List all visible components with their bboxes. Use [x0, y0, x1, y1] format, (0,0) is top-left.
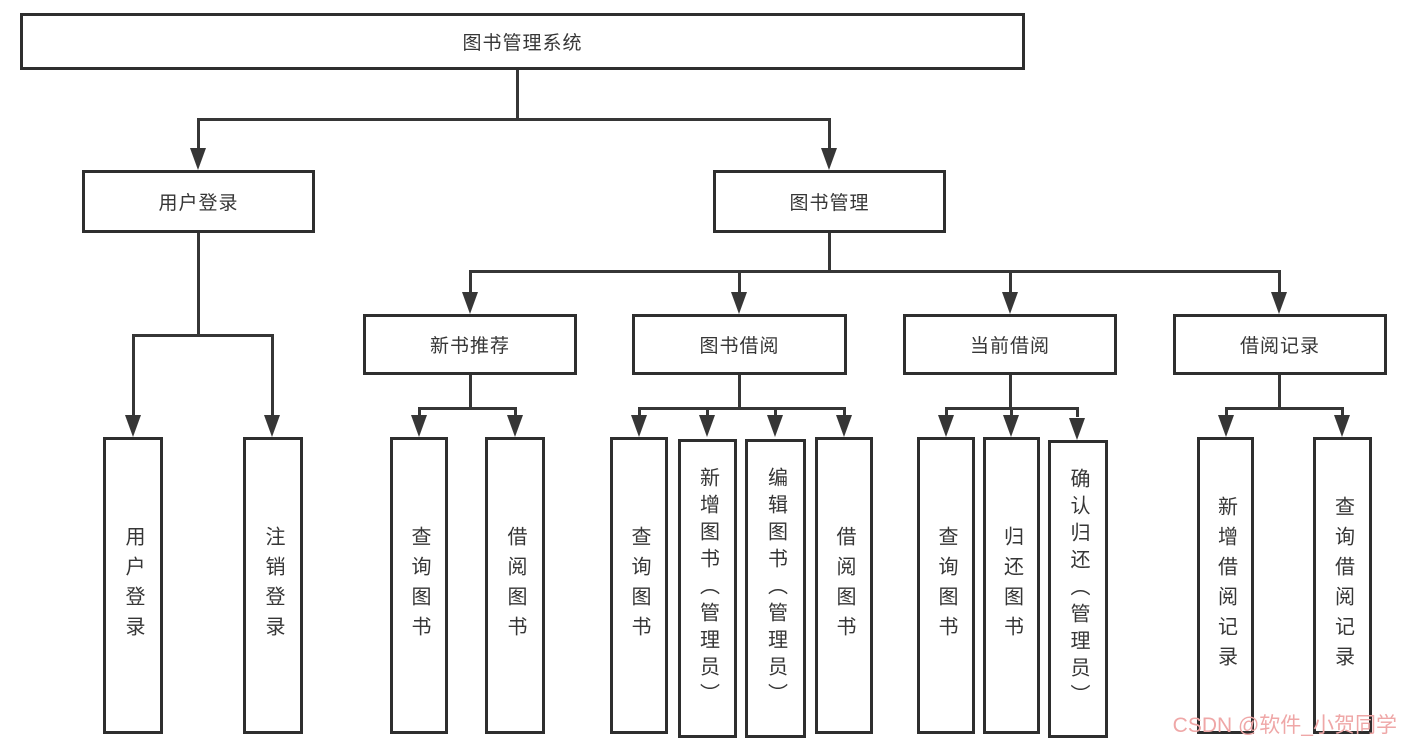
node-borrow-records: 借阅记录	[1173, 314, 1387, 375]
node-book-borrow-label: 图书借阅	[699, 336, 780, 357]
arrowhead-down-icon	[1003, 415, 1019, 437]
connector-line	[469, 270, 472, 292]
leaf-add-books-admin-label: 新增图书（管理员）	[696, 467, 719, 710]
connector-line	[1010, 407, 1013, 415]
connector-line	[418, 407, 517, 410]
connector-line	[774, 407, 777, 415]
connector-line	[271, 334, 274, 415]
leaf-query-books-2: 查询图书	[610, 437, 668, 734]
node-user-login-label: 用户登录	[158, 193, 239, 214]
leaf-query-borrow-record: 查询借阅记录	[1313, 437, 1372, 734]
leaf-query-books-2-label: 查询图书	[628, 525, 650, 646]
connector-line	[514, 407, 517, 415]
arrowhead-down-icon	[731, 292, 747, 314]
connector-line	[1076, 407, 1079, 417]
connector-line	[945, 407, 948, 415]
leaf-query-books-1-label: 查询图书	[408, 525, 430, 646]
connector-line	[469, 375, 472, 407]
connector-line	[1225, 407, 1228, 415]
arrowhead-down-icon	[507, 415, 523, 437]
arrowhead-down-icon	[1069, 418, 1085, 440]
arrowhead-down-icon	[1002, 292, 1018, 314]
leaf-confirm-return-admin-label: 确认归还（管理员）	[1067, 467, 1089, 711]
node-book-mgmt: 图书管理	[713, 170, 946, 233]
connector-line	[1009, 375, 1012, 407]
connector-line	[197, 233, 200, 334]
arrowhead-down-icon	[190, 148, 206, 170]
connector-line	[843, 407, 846, 415]
leaf-add-borrow-record-label: 新增借阅记录	[1214, 495, 1237, 676]
leaf-query-books-3-label: 查询图书	[935, 525, 957, 646]
leaf-confirm-return-admin: 确认归还（管理员）	[1048, 440, 1108, 738]
connector-line	[516, 70, 519, 118]
connector-line	[706, 407, 709, 415]
arrowhead-down-icon	[1334, 415, 1350, 437]
leaf-return-books: 归还图书	[983, 437, 1040, 734]
arrowhead-down-icon	[631, 415, 647, 437]
connector-line	[197, 118, 831, 121]
leaf-user-login-label: 用户登录	[122, 525, 144, 646]
node-new-book-rec: 新书推荐	[363, 314, 577, 375]
leaf-borrow-books-2-label: 借阅图书	[833, 525, 855, 646]
leaf-query-borrow-record-label: 查询借阅记录	[1331, 495, 1354, 676]
connector-line	[738, 375, 741, 407]
node-current-borrow-label: 当前借阅	[969, 336, 1050, 357]
arrowhead-down-icon	[1271, 292, 1287, 314]
leaf-add-borrow-record: 新增借阅记录	[1197, 437, 1254, 734]
connector-line	[638, 407, 641, 415]
connector-line	[132, 334, 135, 415]
connector-line	[828, 233, 831, 270]
node-user-login: 用户登录	[82, 170, 315, 233]
connector-line	[638, 407, 846, 410]
arrowhead-down-icon	[125, 415, 141, 437]
leaf-user-login: 用户登录	[103, 437, 163, 734]
connector-line	[197, 118, 200, 148]
leaf-return-books-label: 归还图书	[1000, 525, 1023, 646]
connector-line	[828, 118, 831, 148]
connector-line	[1278, 270, 1281, 292]
node-borrow-records-label: 借阅记录	[1239, 336, 1320, 357]
leaf-add-books-admin: 新增图书（管理员）	[678, 439, 737, 738]
leaf-query-books-1: 查询图书	[390, 437, 448, 734]
arrowhead-down-icon	[767, 415, 783, 437]
connector-line	[418, 407, 421, 415]
leaf-borrow-books-1-label: 借阅图书	[504, 525, 526, 646]
leaf-borrow-books-2: 借阅图书	[815, 437, 873, 734]
connector-line	[1278, 375, 1281, 407]
arrowhead-down-icon	[1218, 415, 1234, 437]
connector-line	[1341, 407, 1344, 415]
connector-line	[738, 270, 741, 292]
leaf-borrow-books-1: 借阅图书	[485, 437, 545, 734]
node-book-mgmt-label: 图书管理	[789, 193, 870, 214]
arrowhead-down-icon	[836, 415, 852, 437]
node-new-book-rec-label: 新书推荐	[429, 336, 510, 357]
leaf-edit-books-admin-label: 编辑图书（管理员）	[764, 467, 787, 710]
connector-line	[469, 270, 1281, 273]
arrowhead-down-icon	[462, 292, 478, 314]
connector-line	[132, 334, 274, 337]
leaf-logout-label: 注销登录	[262, 525, 284, 646]
arrowhead-down-icon	[938, 415, 954, 437]
leaf-query-books-3: 查询图书	[917, 437, 975, 734]
arrowhead-down-icon	[821, 148, 837, 170]
csdn-watermark: CSDN @软件_小贺同学	[1172, 714, 1397, 737]
connector-line	[1225, 407, 1344, 410]
connector-line	[1009, 270, 1012, 292]
arrowhead-down-icon	[264, 415, 280, 437]
arrowhead-down-icon	[699, 415, 715, 437]
leaf-edit-books-admin: 编辑图书（管理员）	[745, 439, 806, 738]
node-book-borrow: 图书借阅	[632, 314, 847, 375]
node-root-label: 图书管理系统	[462, 33, 583, 54]
arrowhead-down-icon	[411, 415, 427, 437]
node-current-borrow: 当前借阅	[903, 314, 1117, 375]
leaf-logout: 注销登录	[243, 437, 303, 734]
node-root: 图书管理系统	[20, 13, 1025, 70]
